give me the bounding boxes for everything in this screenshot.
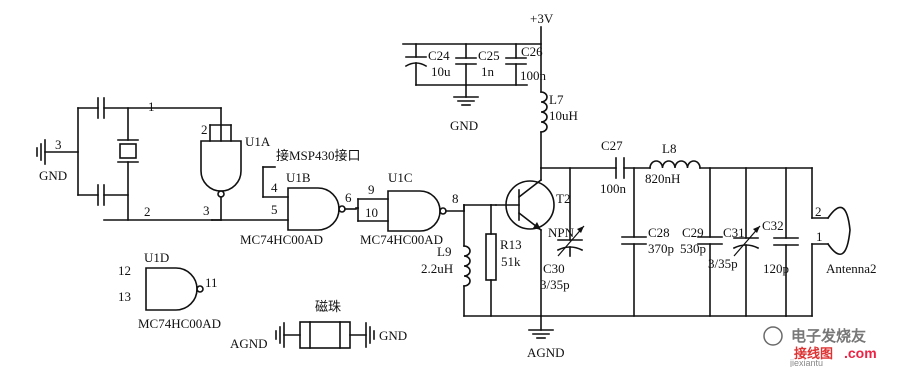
u1a-ref: U1A [245,134,271,149]
c24-ref: C24 [428,48,450,63]
r13-ref: R13 [500,237,522,252]
c32-value: 120p [763,261,789,276]
c24-value: 10u [431,64,451,79]
c27-ref: C27 [601,138,623,153]
capacitor-c25: C25 1n [455,43,500,86]
ground-bus: AGND [463,315,787,360]
c26-value: 100n [520,68,547,83]
crystal-pin-3: 3 [55,137,62,152]
u1d-pin-b: 13 [118,289,131,304]
l8-value: 820nH [645,171,680,186]
c32-ref: C32 [762,218,784,233]
c31-value: 3/35p [708,256,738,271]
inductor-l7: L7 10uH [540,91,578,169]
t2-ref: T2 [556,191,570,206]
u1c-part: MC74HC00AD [360,232,443,247]
gate-u1a: U1A 2 3 [200,107,271,221]
c28-ref: C28 [648,225,670,240]
c29-ref: C29 [682,225,704,240]
capacitor-c28: C28 370p [621,167,674,317]
msp430-label: 接MSP430接口 [276,148,361,163]
u1c-ref: U1C [388,170,413,185]
agnd-label-bead: AGND [230,336,268,351]
u1b-pin-out: 6 [345,190,352,205]
crystal-pin-2: 2 [144,204,151,219]
ground-symbol [453,96,479,106]
c30-ref: C30 [543,261,565,276]
l8-ref: L8 [662,141,676,156]
capacitor-c30: C30 3/35p [540,167,585,292]
gnd-label-bead: GND [379,328,407,343]
c29-value: 530p [680,241,706,256]
watermark: 电子发烧友 接线图 .com jiexiantu [763,326,877,367]
l9-value: 2.2uH [421,261,453,276]
capacitor-c29: C29 530p [680,167,723,317]
inductor-l8: L8 820nH [645,141,701,186]
crystal-pin-1: 1 [148,99,155,114]
u1b-pin-a: 4 [271,180,278,195]
supply-rail: +3V [402,11,554,98]
ground-label-top: GND [450,118,478,133]
gate-u1d: U1D 12 13 11 MC74HC00AD [118,250,221,331]
agnd-label-main: AGND [527,345,565,360]
r13-value: 51k [501,254,521,269]
watermark-line1: 电子发烧友 [791,327,866,345]
watermark-line4: jiexiantu [789,358,823,367]
c25-ref: C25 [478,48,500,63]
l9-ref: L9 [437,244,451,259]
u1c-pin-a: 9 [368,182,375,197]
l7-value: 10uH [549,108,578,123]
transistor-t2: T2 NPN [495,178,575,317]
u1d-pin-a: 12 [118,263,131,278]
capacitor-c31: C31 3/35p [708,167,761,317]
u1d-ref: U1D [144,250,169,265]
ground-label-left: GND [39,168,67,183]
watermark-line2: 接线图 [794,346,833,361]
c30-value: 3/35p [540,277,570,292]
watermark-line3: .com [844,345,877,361]
capacitor-c24: C24 10u [404,43,451,86]
supply-label: +3V [530,11,554,26]
ferrite-bead: 磁珠 AGND GND [230,299,407,351]
t2-type: NPN [548,225,575,240]
antenna-pin-a: 2 [815,204,822,219]
antenna: 2 1 Antenna2 [785,204,877,317]
c25-value: 1n [481,64,495,79]
rf-line [540,167,829,219]
u1a-pin-out: 3 [203,203,210,218]
antenna-pin-b: 1 [816,229,823,244]
c28-value: 370p [648,241,674,256]
capacitor-c32: C32 120p [762,167,799,317]
c26-ref: C26 [521,44,543,59]
crystal-oscillator: 1 2 3 GND [36,97,222,221]
c27-value: 100n [600,181,627,196]
u1d-part: MC74HC00AD [138,316,221,331]
gate-u1c: U1C 9 10 8 MC74HC00AD [355,170,465,247]
resistor-r13: R13 51k [485,204,522,317]
u1d-pin-out: 11 [205,275,218,290]
inductor-l9: L9 2.2uH [421,204,492,317]
u1c-pin-b: 10 [365,205,378,220]
u1b-pin-b: 5 [271,202,278,217]
capacitor-c26: C26 100n [505,43,547,86]
antenna-label: Antenna2 [826,261,877,276]
decoupling-bank: C24 10u C25 1n C26 100n GND [404,43,547,133]
capacitor-c27: C27 100n [600,138,627,196]
gate-u1b: U1B 4 5 6 MC74HC00AD [211,166,357,247]
c31-ref: C31 [723,225,745,240]
u1b-ref: U1B [286,170,311,185]
u1a-pin-in: 2 [201,122,208,137]
u1b-part: MC74HC00AD [240,232,323,247]
u1c-pin-out: 8 [452,191,459,206]
bead-label: 磁珠 [315,299,341,314]
l7-ref: L7 [549,92,564,107]
